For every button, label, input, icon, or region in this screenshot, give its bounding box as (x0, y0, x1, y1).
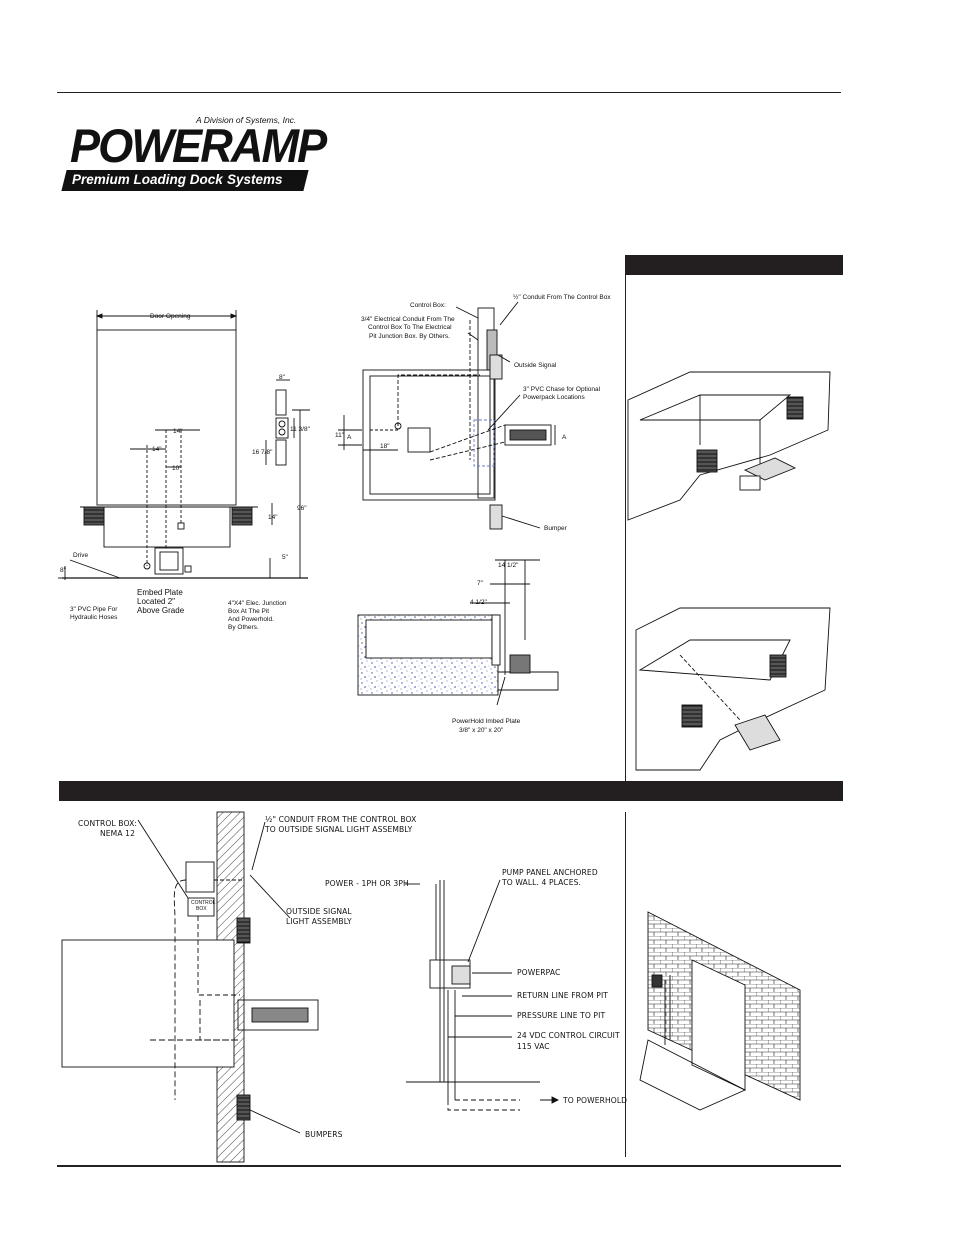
install-bumpers-label: BUMPERS (305, 1130, 343, 1139)
pit-plan (362, 369, 496, 501)
logo-division: A Division of Systems, Inc. (196, 115, 297, 125)
door-opening-label: Door Opening (150, 313, 191, 320)
door-opening-outline (96, 329, 237, 506)
plan-bumper (489, 504, 503, 530)
dim-14-b: 14" (152, 446, 162, 453)
dim-8: 8" (279, 374, 285, 381)
dim-96: 96" (297, 505, 307, 512)
plan-conduit-half-label: ½" Conduit From The Control Box (513, 294, 611, 301)
dim-5: 5" (282, 554, 288, 561)
plan-section-a-right: A (562, 434, 567, 441)
logo-registered: ® (289, 158, 294, 164)
plan-section-a-left: A (347, 434, 352, 441)
wiring-return-line-label: RETURN LINE FROM PIT (517, 991, 609, 1000)
wiring-power-label: POWER - 1PH OR 3PH (325, 879, 409, 888)
section-dim-7: 7" (477, 580, 483, 587)
plan-dim-18: 18" (380, 443, 390, 450)
plan-dim-11: 11" (335, 432, 345, 439)
install-powerhold (237, 999, 319, 1031)
logo-tagline-right: Systems (227, 172, 283, 187)
section-powerhold (509, 654, 531, 674)
wiring-to-powerhold-label: TO POWERHOLD (563, 1096, 628, 1105)
wall-section (477, 307, 495, 499)
pit-outline (61, 939, 235, 1068)
plan-powerhold (504, 424, 552, 446)
drive-label: Drive (73, 552, 89, 559)
right-column-divider-top (625, 275, 626, 781)
right-column-divider-bottom (625, 812, 626, 1157)
top-rule (57, 92, 841, 93)
plan-outside-signal-label: Outside Signal (514, 362, 557, 369)
logo-tagline-left: Premium Loading Dock (72, 172, 223, 187)
right-bumper (231, 506, 253, 526)
dim-14-a: 14" (173, 428, 183, 435)
iso-powerhold-2 (734, 714, 781, 751)
wiring-powerpac-label: POWERPAC (517, 968, 561, 977)
leveler-pit-front (103, 506, 231, 548)
left-bumper (83, 506, 105, 526)
junction-box-marker (184, 565, 192, 573)
bottom-rule (57, 1165, 841, 1167)
right-header-bar (625, 255, 843, 275)
control-box (185, 861, 215, 893)
dim-8-grade: 8" (60, 567, 66, 574)
embed-plate (154, 547, 184, 575)
section-dim-4-12: 4 1/2" (470, 599, 487, 606)
middle-header-bar (59, 781, 843, 801)
wiring-pressure-line-label: PRESSURE LINE TO PIT (517, 1011, 606, 1020)
logo-brand: POWERAMP (70, 119, 327, 172)
dim-11-38: 11 3/8" (290, 426, 310, 433)
plan-junction-box (407, 427, 431, 453)
section-dim-14-12: 14 1/2" (498, 562, 519, 569)
plan-control-box-label: Control Box: (410, 302, 446, 309)
dim-10: 10" (172, 465, 182, 472)
dim-16-78: 16 7/8" (252, 449, 273, 456)
plan-bumper-label: Bumper (544, 525, 567, 532)
dim-14-c: 14" (268, 514, 278, 521)
